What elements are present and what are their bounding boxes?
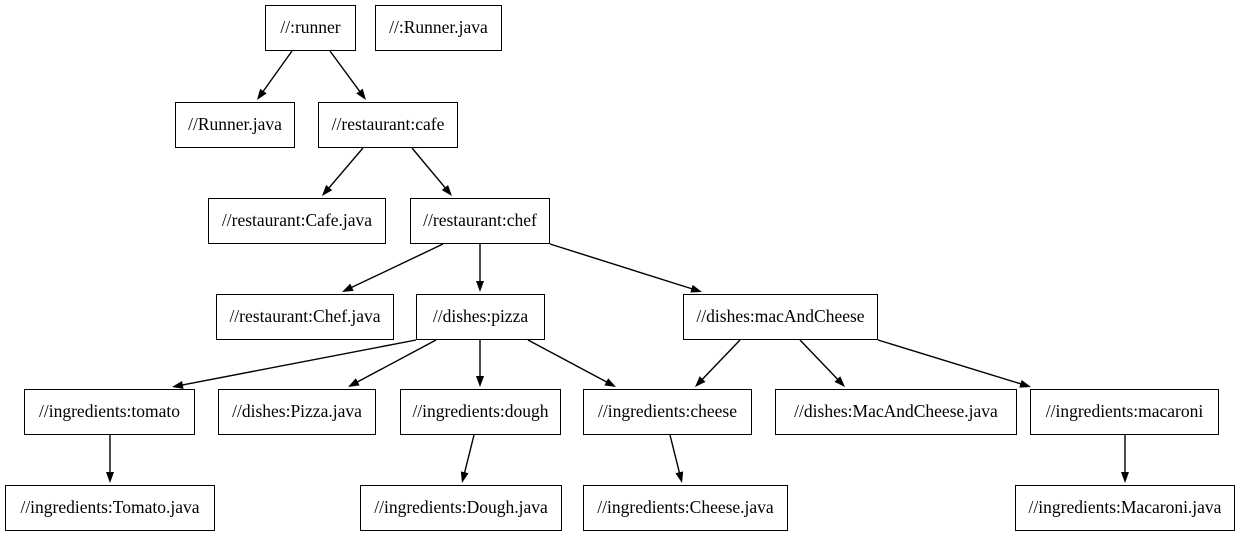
graph-node-dishes_macandcheese[interactable]: //dishes:macAndCheese: [683, 294, 878, 340]
graph-node-label: //dishes:Pizza.java: [232, 401, 362, 422]
graph-node-label: //Runner.java: [188, 114, 282, 135]
graph-node-label: //ingredients:Dough.java: [374, 497, 548, 518]
graph-node-label: //dishes:MacAndCheese.java: [794, 401, 998, 422]
graph-node-label: //restaurant:chef: [423, 210, 537, 231]
graph-node-label: //dishes:pizza: [432, 306, 529, 327]
graph-node-dishes_mac_java[interactable]: //dishes:MacAndCheese.java: [775, 389, 1017, 435]
graph-node-restaurant_chef[interactable]: //restaurant:chef: [410, 198, 550, 244]
graph-node-label: //ingredients:cheese: [598, 401, 737, 422]
graph-node-ing_macaroni_java[interactable]: //ingredients:Macaroni.java: [1015, 485, 1235, 531]
graph-node-runner_java_root[interactable]: //:Runner.java: [375, 5, 502, 51]
graph-node-restaurant_chef_java[interactable]: //restaurant:Chef.java: [216, 294, 394, 340]
graph-node-label: //ingredients:tomato: [39, 401, 180, 422]
graph-node-label: //restaurant:cafe: [331, 114, 445, 135]
graph-node-label: //dishes:macAndCheese: [696, 306, 865, 327]
graph-node-label: //restaurant:Chef.java: [229, 306, 381, 327]
graph-node-ing_macaroni[interactable]: //ingredients:macaroni: [1030, 389, 1219, 435]
graph-node-label: //:Runner.java: [389, 17, 488, 38]
graph-node-restaurant_cafe_java[interactable]: //restaurant:Cafe.java: [208, 198, 386, 244]
graph-node-label: //ingredients:Tomato.java: [20, 497, 200, 518]
graph-node-runner_java[interactable]: //Runner.java: [175, 102, 295, 148]
graph-node-dishes_pizza_java[interactable]: //dishes:Pizza.java: [218, 389, 376, 435]
graph-node-ing_tomato_java[interactable]: //ingredients:Tomato.java: [5, 485, 215, 531]
graph-node-dishes_pizza[interactable]: //dishes:pizza: [416, 294, 545, 340]
graph-node-runner[interactable]: //:runner: [265, 5, 356, 51]
graph-node-ing_cheese[interactable]: //ingredients:cheese: [583, 389, 752, 435]
graph-node-ing_cheese_java[interactable]: //ingredients:Cheese.java: [583, 485, 788, 531]
graph-node-ing_dough[interactable]: //ingredients:dough: [400, 389, 561, 435]
graph-node-ing_dough_java[interactable]: //ingredients:Dough.java: [360, 485, 562, 531]
graph-node-label: //ingredients:dough: [412, 401, 549, 422]
graph-node-label: //:runner: [280, 17, 341, 38]
graph-node-label: //ingredients:Cheese.java: [597, 497, 774, 518]
graph-node-restaurant_cafe[interactable]: //restaurant:cafe: [318, 102, 458, 148]
graph-node-label: //ingredients:Macaroni.java: [1028, 497, 1222, 518]
graph-node-label: //restaurant:Cafe.java: [221, 210, 373, 231]
graph-node-label: //ingredients:macaroni: [1045, 401, 1204, 422]
graph-node-ing_tomato[interactable]: //ingredients:tomato: [24, 389, 195, 435]
